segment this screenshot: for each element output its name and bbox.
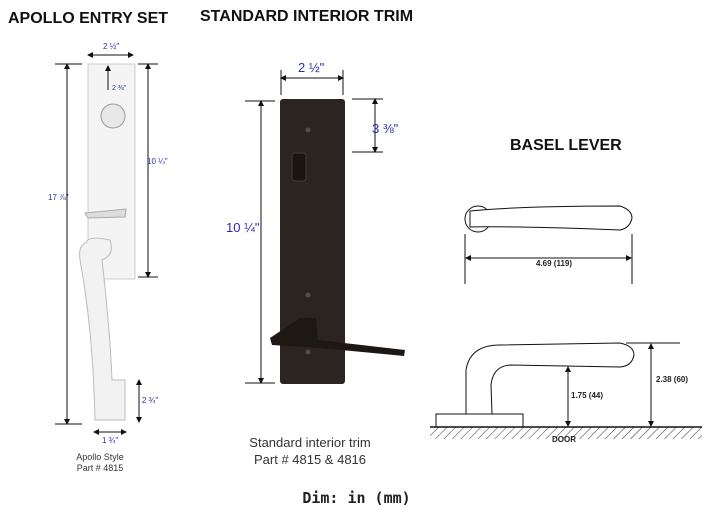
door-label: DOOR — [552, 435, 576, 444]
interior-thumb-offset-label: 3 ⅜" — [372, 121, 399, 136]
interior-caption: Standard interior trim Part # 4815 & 481… — [220, 434, 400, 468]
interior-trim-title: STANDARD INTERIOR TRIM — [200, 8, 414, 25]
lever-clearance-label: 1.75 (44) — [571, 391, 603, 400]
entry-width-label: 2 ½" — [103, 42, 119, 51]
lever-projection-label: 2.38 (60) — [656, 375, 688, 384]
entry-caption-part: Part # 4815 — [76, 463, 124, 473]
interior-caption-desc: Standard interior trim — [249, 435, 371, 450]
interior-caption-part: Part # 4815 & 4816 — [253, 452, 367, 467]
apollo-entry-set-drawing: 2 ½" 2 ⅜" 10 ¼" 17 ⅞" 2 ¾" 1 ¾" — [48, 42, 168, 445]
entry-overall-height-label: 17 ⅞" — [48, 193, 69, 202]
lever-title: BASEL LEVER — [510, 137, 622, 154]
entry-set-title: APOLLO ENTRY SET — [8, 10, 169, 27]
basel-lever-drawing — [430, 205, 702, 439]
entry-plate-height-label: 10 ¼" — [147, 157, 168, 166]
entry-cyl-offset-label: 2 ⅜" — [112, 85, 127, 92]
entry-caption: Apollo Style Part # 4815 — [60, 452, 140, 474]
entry-bottom-height-label: 2 ¾" — [142, 396, 158, 405]
units-footer: Dim: in (mm) — [302, 489, 411, 507]
entry-caption-style: Apollo Style — [76, 452, 124, 462]
interior-trim-drawing: 2 ½" 3 ⅜" 10 ¼" — [226, 60, 405, 384]
entry-bottom-width-label: 1 ¾" — [102, 436, 118, 445]
interior-height-label: 10 ¼" — [226, 220, 260, 235]
interior-width-label: 2 ½" — [298, 60, 325, 75]
lever-length-label: 4.69 (119) — [536, 259, 572, 268]
